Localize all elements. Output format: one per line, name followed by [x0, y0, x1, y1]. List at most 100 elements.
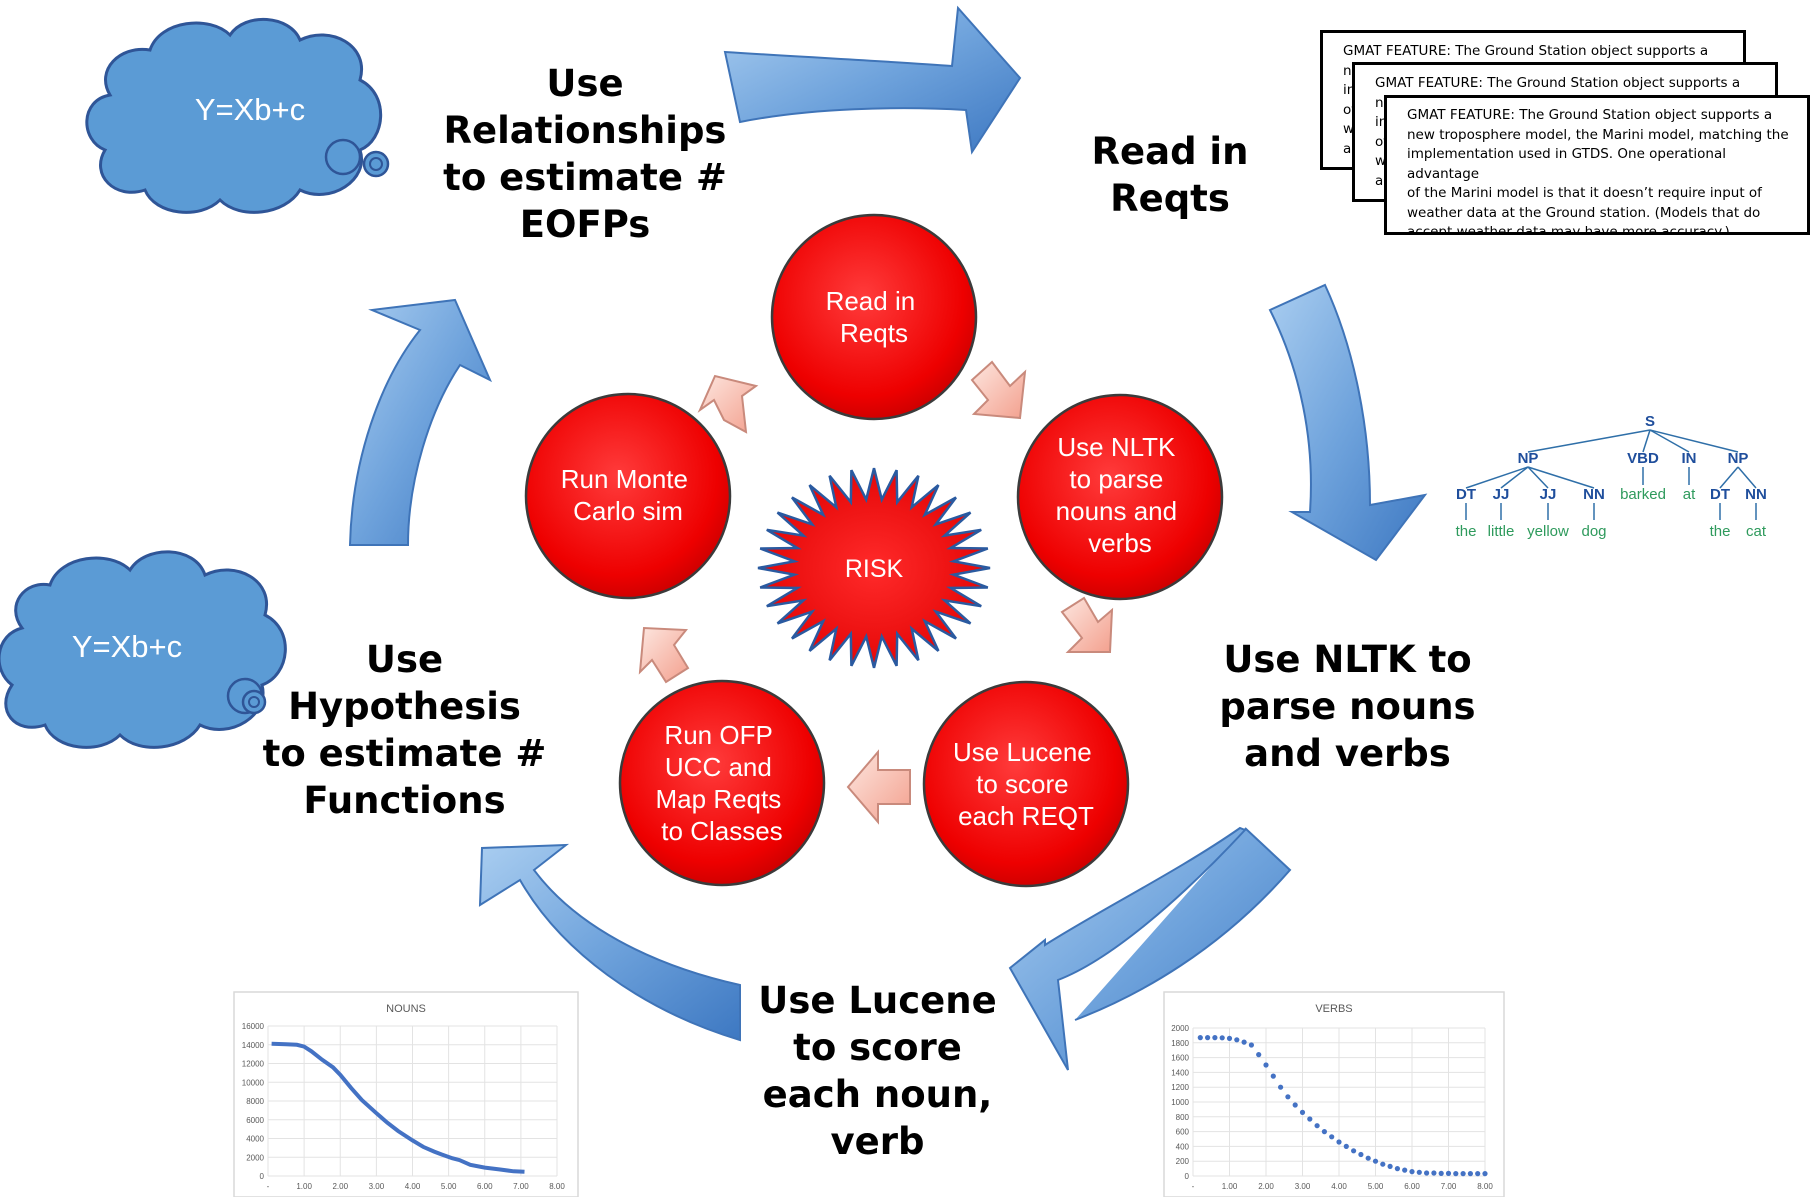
circle-use-nltk-line: Use NLTK: [1057, 432, 1176, 462]
tree-node-root: S: [1645, 413, 1655, 430]
inner-arrow-right: [1060, 596, 1114, 653]
tree-tag: DT: [1456, 486, 1476, 503]
tree-edge: [1649, 429, 1739, 453]
y-tick-label: 1000: [1171, 1098, 1189, 1107]
data-point: [1358, 1151, 1364, 1158]
circle-run-ofp-line: Map Reqts: [656, 784, 782, 814]
circle-use-nltk-line: verbs: [1088, 528, 1152, 558]
y-tick-label: 16000: [242, 1022, 265, 1031]
data-point: [1285, 1094, 1291, 1100]
data-point: [1263, 1062, 1269, 1068]
tree-node-vbd: VBD: [1627, 450, 1659, 467]
circle-use-lucene-line: each REQT: [958, 801, 1094, 831]
inner-arrow-bottom-left: [638, 626, 690, 684]
data-point: [1205, 1035, 1211, 1041]
x-tick-label: 8.00: [1477, 1182, 1493, 1191]
data-point: [1351, 1148, 1357, 1154]
tree-node-np2: NP: [1728, 450, 1749, 467]
tree-word: at: [1683, 486, 1696, 503]
requirement-card-front-line: new troposphere model, the Marini model,…: [1407, 126, 1789, 143]
cloud-top-bubble-3: [369, 157, 383, 171]
x-tick-label: 3.00: [1295, 1182, 1311, 1191]
risk-star: RISK: [757, 467, 991, 669]
circle-use-nltk-shape: [1016, 393, 1224, 601]
y-tick-label: 6000: [246, 1116, 264, 1125]
data-point: [1445, 1170, 1452, 1176]
circle-run-monte-carlo-line: Carlo sim: [573, 496, 683, 526]
cloud-left-shape: [0, 550, 287, 749]
data-point: [1343, 1143, 1349, 1149]
cloud-top-bubble-1: [324, 138, 362, 176]
data-point: [1307, 1116, 1313, 1122]
cloud-left: Y=Xb+c: [0, 550, 287, 749]
tree-node-np1: NP: [1518, 450, 1539, 467]
circle-use-nltk: Use NLTK to parse nouns and verbs: [1016, 393, 1224, 601]
circle-run-ofp-text: Run OFP UCC and Map Reqts to Classes: [656, 720, 789, 846]
circle-read-reqts-shape: [770, 213, 978, 421]
y-tick-label: 14000: [242, 1041, 265, 1050]
tree-edge: [1719, 466, 1739, 489]
y-tick-label: 1800: [1171, 1039, 1189, 1048]
y-tick-label: 1400: [1171, 1068, 1189, 1077]
verbs-chart: VERBS 0200400600800100012001400160018002…: [1163, 991, 1505, 1197]
inner-arrow-top-right: [970, 360, 1027, 420]
tree-tag: NN: [1745, 486, 1767, 503]
requirement-card-back-line: GMAT FEATURE: The Ground Station object …: [1343, 43, 1709, 59]
x-tick-label: 5.00: [441, 1182, 457, 1191]
data-point: [1431, 1170, 1437, 1176]
data-point: [1226, 1035, 1233, 1041]
circle-run-ofp: Run OFP UCC and Map Reqts to Classes: [618, 679, 826, 887]
circle-use-lucene-text: Use Lucene to score each REQT: [953, 737, 1099, 831]
label-read-in-reqts: Read in Reqts: [1091, 130, 1249, 220]
x-tick-label: 2.00: [1258, 1182, 1274, 1191]
cloud-left-bubble-3: [248, 696, 260, 708]
requirement-card-back-fragment: w: [1343, 121, 1355, 137]
requirement-card-front-line: implementation used in GTDS. One operati…: [1407, 146, 1727, 182]
nouns-chart-title: NOUNS: [386, 1003, 426, 1015]
circle-read-reqts-line: Read in: [826, 286, 916, 316]
circle-use-lucene: Use Lucene to score each REQT: [922, 680, 1130, 888]
tree-tag: JJ: [1493, 486, 1510, 503]
data-point: [1424, 1170, 1430, 1176]
verbs-series-points: [1197, 1035, 1488, 1177]
requirement-card-front-line: weather data at the Ground station. (Mod…: [1407, 204, 1761, 221]
data-point: [1394, 1166, 1400, 1172]
tree-word: yellow: [1527, 523, 1569, 540]
circle-run-monte-carlo-line: Run Monte: [561, 464, 688, 494]
circle-use-lucene-line: to score: [976, 769, 1069, 799]
y-tick-label: 200: [1176, 1157, 1190, 1166]
x-tick-label: 8.00: [549, 1182, 565, 1191]
tree-word: the: [1456, 523, 1477, 540]
circle-read-reqts: Read in Reqts: [770, 213, 978, 421]
nouns-series-line: [271, 1041, 525, 1174]
requirement-card-front: GMAT FEATURE: The Ground Station object …: [1384, 95, 1810, 235]
parse-tree-tags: S NP VBD IN NP DT JJ JJ NN DT NN: [1456, 413, 1767, 503]
tree-word: dog: [1581, 523, 1606, 540]
requirement-card-middle-fragment: w: [1375, 153, 1387, 169]
tree-edge: [1527, 429, 1651, 453]
tree-tag: JJ: [1540, 486, 1557, 503]
x-tick-label: 4.00: [1331, 1182, 1347, 1191]
y-tick-label: 1200: [1171, 1083, 1189, 1092]
tree-edge: [1649, 429, 1690, 453]
cloud-top-shape: [85, 18, 383, 214]
y-tick-label: 0: [260, 1172, 265, 1181]
y-tick-label: 10000: [242, 1078, 265, 1087]
circle-use-lucene-line: Use Lucene: [953, 737, 1092, 767]
data-point: [1482, 1171, 1488, 1177]
label-use-nltk: Use NLTK to parse nouns and verbs: [1219, 638, 1476, 775]
tree-word: cat: [1746, 523, 1767, 540]
x-tick-label: 1.00: [296, 1182, 312, 1191]
y-tick-label: 4000: [246, 1135, 264, 1144]
circle-use-nltk-line: nouns and: [1056, 496, 1177, 526]
cycle-arrow-bottom-left: [478, 843, 741, 1042]
data-point: [1248, 1042, 1254, 1048]
data-point: [1453, 1171, 1459, 1177]
tree-edge: [1500, 466, 1529, 489]
y-tick-label: 2000: [246, 1153, 264, 1162]
circle-run-ofp-line: UCC and: [665, 752, 772, 782]
y-tick-label: 0: [1185, 1172, 1190, 1181]
